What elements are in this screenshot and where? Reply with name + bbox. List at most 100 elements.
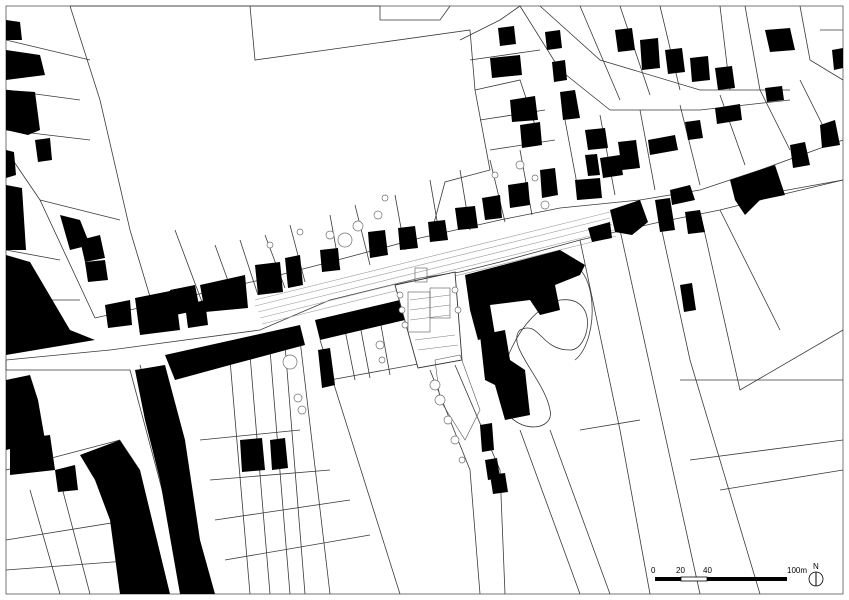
building: [585, 128, 608, 150]
building: [6, 375, 45, 450]
building: [560, 90, 580, 120]
building: [588, 222, 612, 242]
tree: [450, 435, 460, 445]
site-courtyard: [434, 354, 481, 441]
building: [715, 104, 742, 124]
parcel: [199, 429, 301, 441]
parcel: [239, 239, 259, 296]
parcel: [489, 159, 506, 223]
building: [428, 220, 448, 242]
building: [10, 435, 55, 475]
parcel: [5, 39, 91, 61]
building: [615, 28, 635, 52]
tree: [282, 354, 298, 370]
tree: [266, 241, 274, 249]
tree: [458, 456, 466, 464]
building: [6, 20, 22, 40]
building: [398, 226, 418, 250]
parcel: [469, 49, 541, 61]
tree: [378, 356, 386, 364]
parcel: [619, 5, 651, 96]
building: [498, 26, 516, 46]
tree: [454, 306, 462, 314]
building: [545, 30, 562, 50]
building: [55, 465, 78, 492]
building: [135, 290, 180, 335]
north-arrow: N: [808, 562, 824, 587]
tree: [381, 194, 389, 202]
scale-label-40: 40: [703, 566, 712, 575]
building: [790, 142, 810, 168]
building: [165, 325, 305, 380]
parcel: [579, 239, 651, 595]
parcel: [299, 339, 331, 595]
building: [640, 38, 660, 70]
building: [240, 438, 265, 472]
parcel: [744, 5, 761, 91]
building: [820, 120, 840, 148]
building: [255, 262, 283, 295]
building: [600, 155, 623, 178]
street-line: [254, 211, 611, 301]
tree: [337, 232, 353, 248]
site-detail-line: [417, 344, 459, 351]
tree: [297, 405, 307, 415]
parcel: [619, 229, 701, 595]
parcel: [679, 104, 701, 186]
scale-label-100m: 100m: [787, 566, 807, 575]
parcel: [659, 5, 681, 91]
footpath-edge-2: [454, 364, 506, 595]
parcel: [689, 439, 844, 461]
building: [765, 28, 795, 52]
parcel: [249, 354, 271, 595]
building: [482, 195, 502, 220]
scale-segment-3: [707, 577, 787, 581]
building: [648, 135, 678, 155]
building: [185, 300, 208, 328]
building: [6, 255, 95, 355]
scale-segment-1: [655, 577, 681, 581]
building-footprints: [6, 20, 843, 594]
building: [315, 300, 405, 340]
building: [765, 86, 784, 102]
parcel: [699, 211, 844, 391]
site-detail-line: [409, 304, 451, 311]
parcel: [229, 359, 251, 595]
site-building-outline: [429, 287, 451, 319]
building: [585, 154, 600, 176]
building: [552, 60, 567, 82]
scale-label-0: 0: [651, 566, 656, 575]
building: [575, 178, 602, 200]
building: [610, 200, 648, 235]
building: [6, 90, 40, 135]
building: [715, 66, 735, 90]
tree: [375, 340, 385, 350]
building: [618, 140, 640, 170]
building: [730, 165, 785, 215]
building: [690, 56, 710, 82]
street-line: [257, 223, 613, 313]
building: [285, 255, 303, 288]
north-label: N: [813, 562, 819, 571]
tree: [352, 220, 364, 232]
building: [520, 122, 542, 148]
tree: [429, 379, 441, 391]
building: [200, 275, 248, 312]
parcel: [719, 469, 844, 491]
building: [35, 138, 52, 162]
building: [508, 182, 530, 208]
trees: [266, 160, 550, 464]
parcel: [39, 199, 121, 221]
tree: [373, 210, 383, 220]
parcel: [799, 5, 844, 81]
parcel: [599, 114, 616, 196]
parcel: [269, 349, 291, 595]
tree: [491, 171, 499, 179]
parcel: [284, 344, 306, 595]
scale-label-20: 20: [676, 566, 685, 575]
building: [80, 235, 105, 262]
building: [490, 473, 508, 494]
parcel: [224, 534, 371, 561]
